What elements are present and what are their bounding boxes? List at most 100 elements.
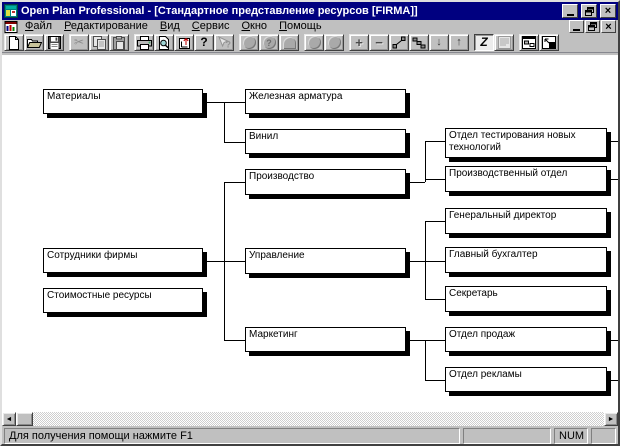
tree-node-generalnyj-direktor[interactable]: Генеральный директор (445, 208, 607, 234)
close-button[interactable]: × (600, 4, 616, 18)
window-title: Open Plan Professional - [Стандартное пр… (21, 5, 418, 17)
menu-file[interactable]: Файл (25, 20, 53, 32)
window-elements-button[interactable] (519, 34, 539, 51)
connector-line (224, 182, 225, 340)
connector-line (207, 102, 245, 103)
print-preview-button[interactable] (154, 34, 174, 51)
new-icon (9, 35, 19, 50)
circle-shape-icon (307, 36, 321, 49)
scroll-left-icon: ◄ (5, 415, 13, 423)
tree-node-stoimostnye-resursy[interactable]: Стоимостные ресурсы (43, 288, 203, 313)
tree-node-upravlenie[interactable]: Управление (245, 248, 406, 274)
tree-node-vinil[interactable]: Винил (245, 129, 406, 154)
z-icon: Z (480, 35, 488, 49)
help-button[interactable]: ? (194, 34, 214, 51)
tree-node-sotrudniki-firmy[interactable]: Сотрудники фирмы (43, 248, 203, 273)
cut-button[interactable]: ✂ (69, 34, 89, 51)
zoom-z-button[interactable]: Z (474, 34, 494, 51)
level-steps-button[interactable] (409, 34, 429, 51)
move-down-button[interactable]: ↓ (429, 34, 449, 51)
data-transfer-button[interactable] (174, 34, 194, 51)
context-help-button[interactable]: ? (214, 34, 234, 51)
connector-line (425, 299, 445, 300)
restore-button[interactable] (581, 4, 597, 18)
shape-circle-question-button[interactable]: ? (259, 34, 279, 51)
collapse-button[interactable]: − (369, 34, 389, 51)
arch-shape-icon (282, 36, 296, 49)
print-button[interactable] (134, 34, 154, 51)
shape-circle-3-button[interactable] (324, 34, 344, 51)
context-help-icon: ? (218, 36, 231, 49)
menubar: Файл Редактирование Вид Сервис Окно Помо… (2, 20, 618, 33)
tree-node-marketing[interactable]: Маркетинг (245, 327, 406, 352)
mdi-restore-icon (588, 22, 597, 31)
status-panel-empty (591, 428, 616, 444)
new-button[interactable] (4, 34, 24, 51)
menu-help[interactable]: Помощь (279, 20, 322, 32)
tree-node-zheleznaya-armatura[interactable]: Железная арматура (245, 89, 406, 114)
down-arrow-icon: ↓ (436, 36, 442, 48)
paste-button[interactable] (109, 34, 129, 51)
circle-shape-icon (327, 36, 341, 49)
tree-node-otdel-prodazh[interactable]: Отдел продаж (445, 327, 607, 352)
window-fit-button[interactable] (539, 34, 559, 51)
move-up-button[interactable]: ↑ (449, 34, 469, 51)
circle-shape-icon (242, 36, 256, 49)
mdi-restore-button[interactable] (585, 20, 600, 33)
tree-node-glavnyj-buhgalter[interactable]: Главный бухгалтер (445, 247, 607, 273)
print-icon (136, 35, 152, 50)
tree-node-otdel-reklamy[interactable]: Отдел рекламы (445, 367, 607, 392)
tree-node-materialy[interactable]: Материалы (43, 89, 203, 114)
connector-line (410, 182, 425, 183)
tree-node-proizvodstvennyj-otdel[interactable]: Производственный отдел (445, 166, 607, 192)
copy-button[interactable] (89, 34, 109, 51)
notes-form-button[interactable] (494, 34, 514, 51)
tree-node-sekretar[interactable]: Секретарь (445, 286, 607, 312)
menu-edit[interactable]: Редактирование (64, 20, 148, 32)
data-transfer-icon (178, 38, 190, 49)
expand-button[interactable]: + (349, 34, 369, 51)
tree-node-otdel-testirovaniya[interactable]: Отдел тестирования новых технологий (445, 128, 607, 158)
notes-form-icon (497, 36, 511, 49)
toolbar-divider (2, 52, 618, 56)
connector-line (224, 142, 245, 143)
window-elements-icon (522, 36, 536, 49)
connector-line (425, 221, 445, 222)
open-button[interactable] (24, 34, 44, 51)
link-nodes-button[interactable] (389, 34, 409, 51)
connector-line (425, 141, 426, 182)
save-button[interactable] (44, 34, 64, 51)
menu-window[interactable]: Окно (241, 20, 268, 32)
connector-line (609, 179, 618, 180)
minimize-button[interactable] (562, 4, 578, 18)
copy-icon (92, 35, 106, 50)
scrollbar-track[interactable] (33, 412, 604, 426)
menu-service[interactable]: Сервис (191, 20, 230, 32)
horizontal-scrollbar: ◄ ► (2, 412, 618, 426)
statusbar: Для получения помощи нажмите F1 NUM (2, 426, 618, 444)
connector-line (207, 261, 245, 262)
scroll-right-button[interactable]: ► (604, 412, 618, 426)
plus-icon: + (355, 35, 363, 50)
connector-line (609, 141, 618, 142)
status-panel-empty (463, 428, 551, 444)
document-icon (4, 20, 18, 33)
connector-line (425, 141, 445, 142)
open-icon (26, 38, 42, 48)
up-arrow-icon: ↑ (456, 36, 462, 48)
shape-circle-button[interactable] (239, 34, 259, 51)
status-num-indicator: NUM (554, 428, 588, 444)
tree-node-proizvodstvo[interactable]: Производство (245, 169, 406, 195)
window-fit-icon (542, 36, 556, 49)
help-icon: ? (200, 35, 208, 49)
menu-view[interactable]: Вид (159, 20, 180, 32)
shape-circle-2-button[interactable] (304, 34, 324, 51)
mdi-minimize-button[interactable] (569, 20, 584, 33)
connector-line (410, 340, 445, 341)
scroll-left-button[interactable]: ◄ (2, 412, 16, 426)
scrollbar-thumb[interactable] (16, 412, 33, 426)
mdi-close-button[interactable]: × (601, 20, 616, 33)
shape-arch-button[interactable] (279, 34, 299, 51)
titlebar: Open Plan Professional - [Стандартное пр… (2, 2, 618, 20)
